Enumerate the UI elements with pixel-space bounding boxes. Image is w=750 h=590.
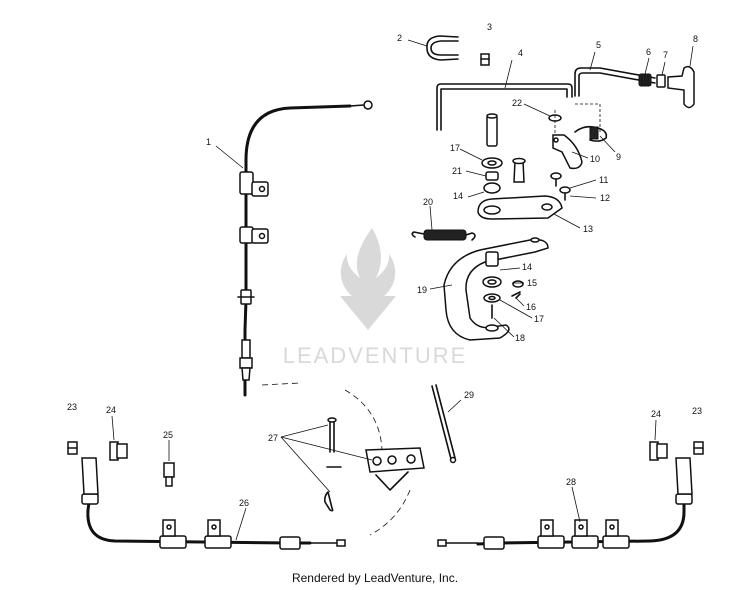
footer-credit: Rendered by LeadVenture, Inc. [291,571,459,585]
callout-23-right: 23 [692,406,702,416]
callout-13: 13 [583,224,593,234]
callout-6: 6 [646,47,651,57]
callout-8: 8 [693,34,698,44]
callout-26: 26 [239,498,249,508]
callout-9: 9 [616,152,621,162]
callout-5: 5 [596,40,601,50]
callout-10: 10 [590,154,600,164]
callout-7: 7 [663,50,668,60]
callout-labels: 1 2 3 4 5 6 7 8 9 10 11 12 13 14 14 15 1… [67,22,702,508]
callout-23-left: 23 [67,402,77,412]
callout-11: 11 [599,175,608,185]
part-6-spring [638,73,652,87]
callout-18: 18 [515,333,525,343]
part-9-clip [574,125,608,142]
part-28-right-cable [437,457,693,550]
callout-24-right: 24 [651,409,661,419]
watermark-text: LEADVENTURE [283,343,468,368]
part-3-nut [480,53,490,66]
part-7-collar [656,74,666,88]
callout-17-upper: 17 [450,143,460,153]
callout-20: 20 [423,197,433,207]
callout-2: 2 [397,33,402,43]
part-5-shaft [574,67,656,97]
callout-1: 1 [206,137,211,147]
callout-16: 16 [526,302,536,312]
callout-3: 3 [487,22,492,32]
watermark: LEADVENTURE [283,228,468,368]
callout-4: 4 [518,48,523,58]
part-10-bracket [552,134,583,170]
part-1-throttle-cable [237,100,373,397]
lower-washer-stack [482,251,524,319]
callout-14-upper: 14 [453,191,463,201]
part-20-spring [411,229,476,241]
flame-v-logo-icon [340,228,396,330]
callout-22: 22 [512,98,522,108]
leader-lines [111,39,694,541]
callout-21: 21 [452,166,462,176]
callout-25: 25 [163,430,173,440]
part-11-12-bolts [550,172,571,201]
hardware-23-24-25 [67,441,704,487]
part-19-lower-bracket [443,238,549,341]
callout-17-lower: 17 [534,314,544,324]
callout-19: 19 [417,285,427,295]
part-29-rod [431,384,456,460]
upper-washer-stack [481,157,503,194]
part-13-upper-plate [477,113,563,220]
part-26-left-cable [81,457,346,550]
callout-29: 29 [464,390,474,400]
part-8-t-handle [667,65,695,109]
part-27-linkage [324,417,425,512]
callout-14-lower: 14 [522,262,532,272]
part-2-u-clip [426,35,459,61]
callout-12: 12 [600,193,610,203]
callout-27: 27 [268,433,278,443]
callout-15: 15 [527,278,537,288]
callout-28: 28 [566,477,576,487]
part-4-rod [436,83,573,131]
callout-24-left: 24 [106,405,116,415]
